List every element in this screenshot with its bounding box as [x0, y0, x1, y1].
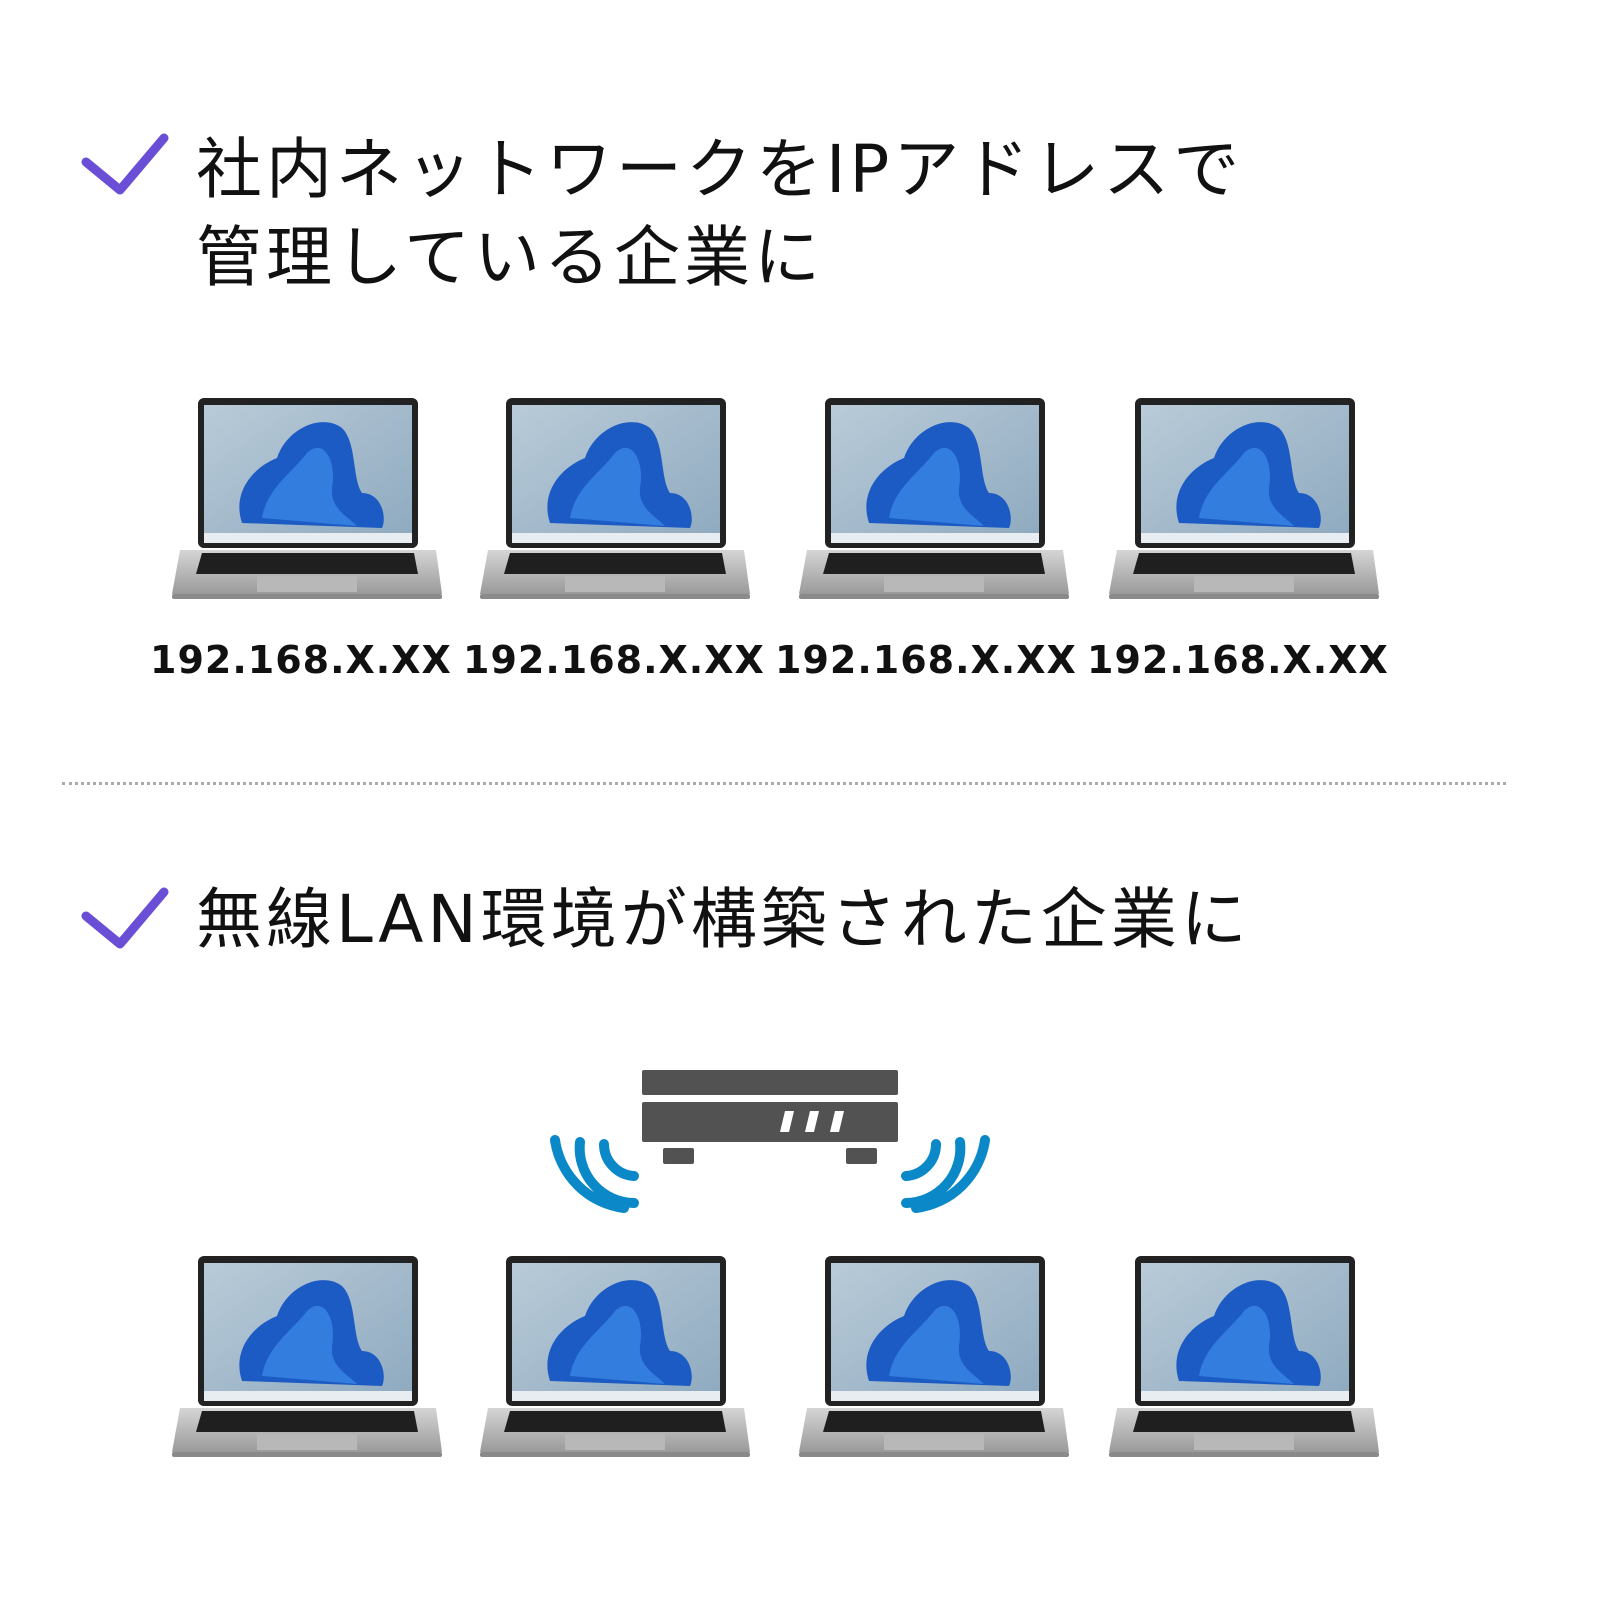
- title-line2: 管理している企業に: [196, 219, 825, 296]
- ip-label: 192.168.X.XX: [1087, 638, 1389, 682]
- ip-label: 192.168.X.XX: [150, 638, 452, 682]
- laptop-icon: [480, 398, 750, 602]
- title-line1: 社内ネットワークをIPアドレスで: [196, 131, 1244, 208]
- section2-title: 無線LAN環境が構築された企業に: [196, 881, 1251, 958]
- ip-label: 192.168.X.XX: [775, 638, 1077, 682]
- check-icon: [81, 133, 169, 195]
- laptop-icon: [1109, 398, 1379, 602]
- wifi-router-icon: [550, 1070, 990, 1213]
- wifi-waves-left: [550, 1135, 639, 1213]
- check-icon: [81, 887, 169, 949]
- section1-title: 社内ネットワークをIPアドレスで 管理している企業に: [196, 126, 1243, 302]
- laptop-icon: [172, 398, 442, 602]
- ip-label: 192.168.X.XX: [463, 638, 765, 682]
- laptop-icon: [799, 1256, 1069, 1460]
- laptop-icon: [172, 1256, 442, 1460]
- wifi-waves-right: [901, 1135, 990, 1213]
- laptop-icon: [799, 398, 1069, 602]
- dotted-divider: [62, 782, 1506, 785]
- laptop-icon: [480, 1256, 750, 1460]
- laptop-icon: [1109, 1256, 1379, 1460]
